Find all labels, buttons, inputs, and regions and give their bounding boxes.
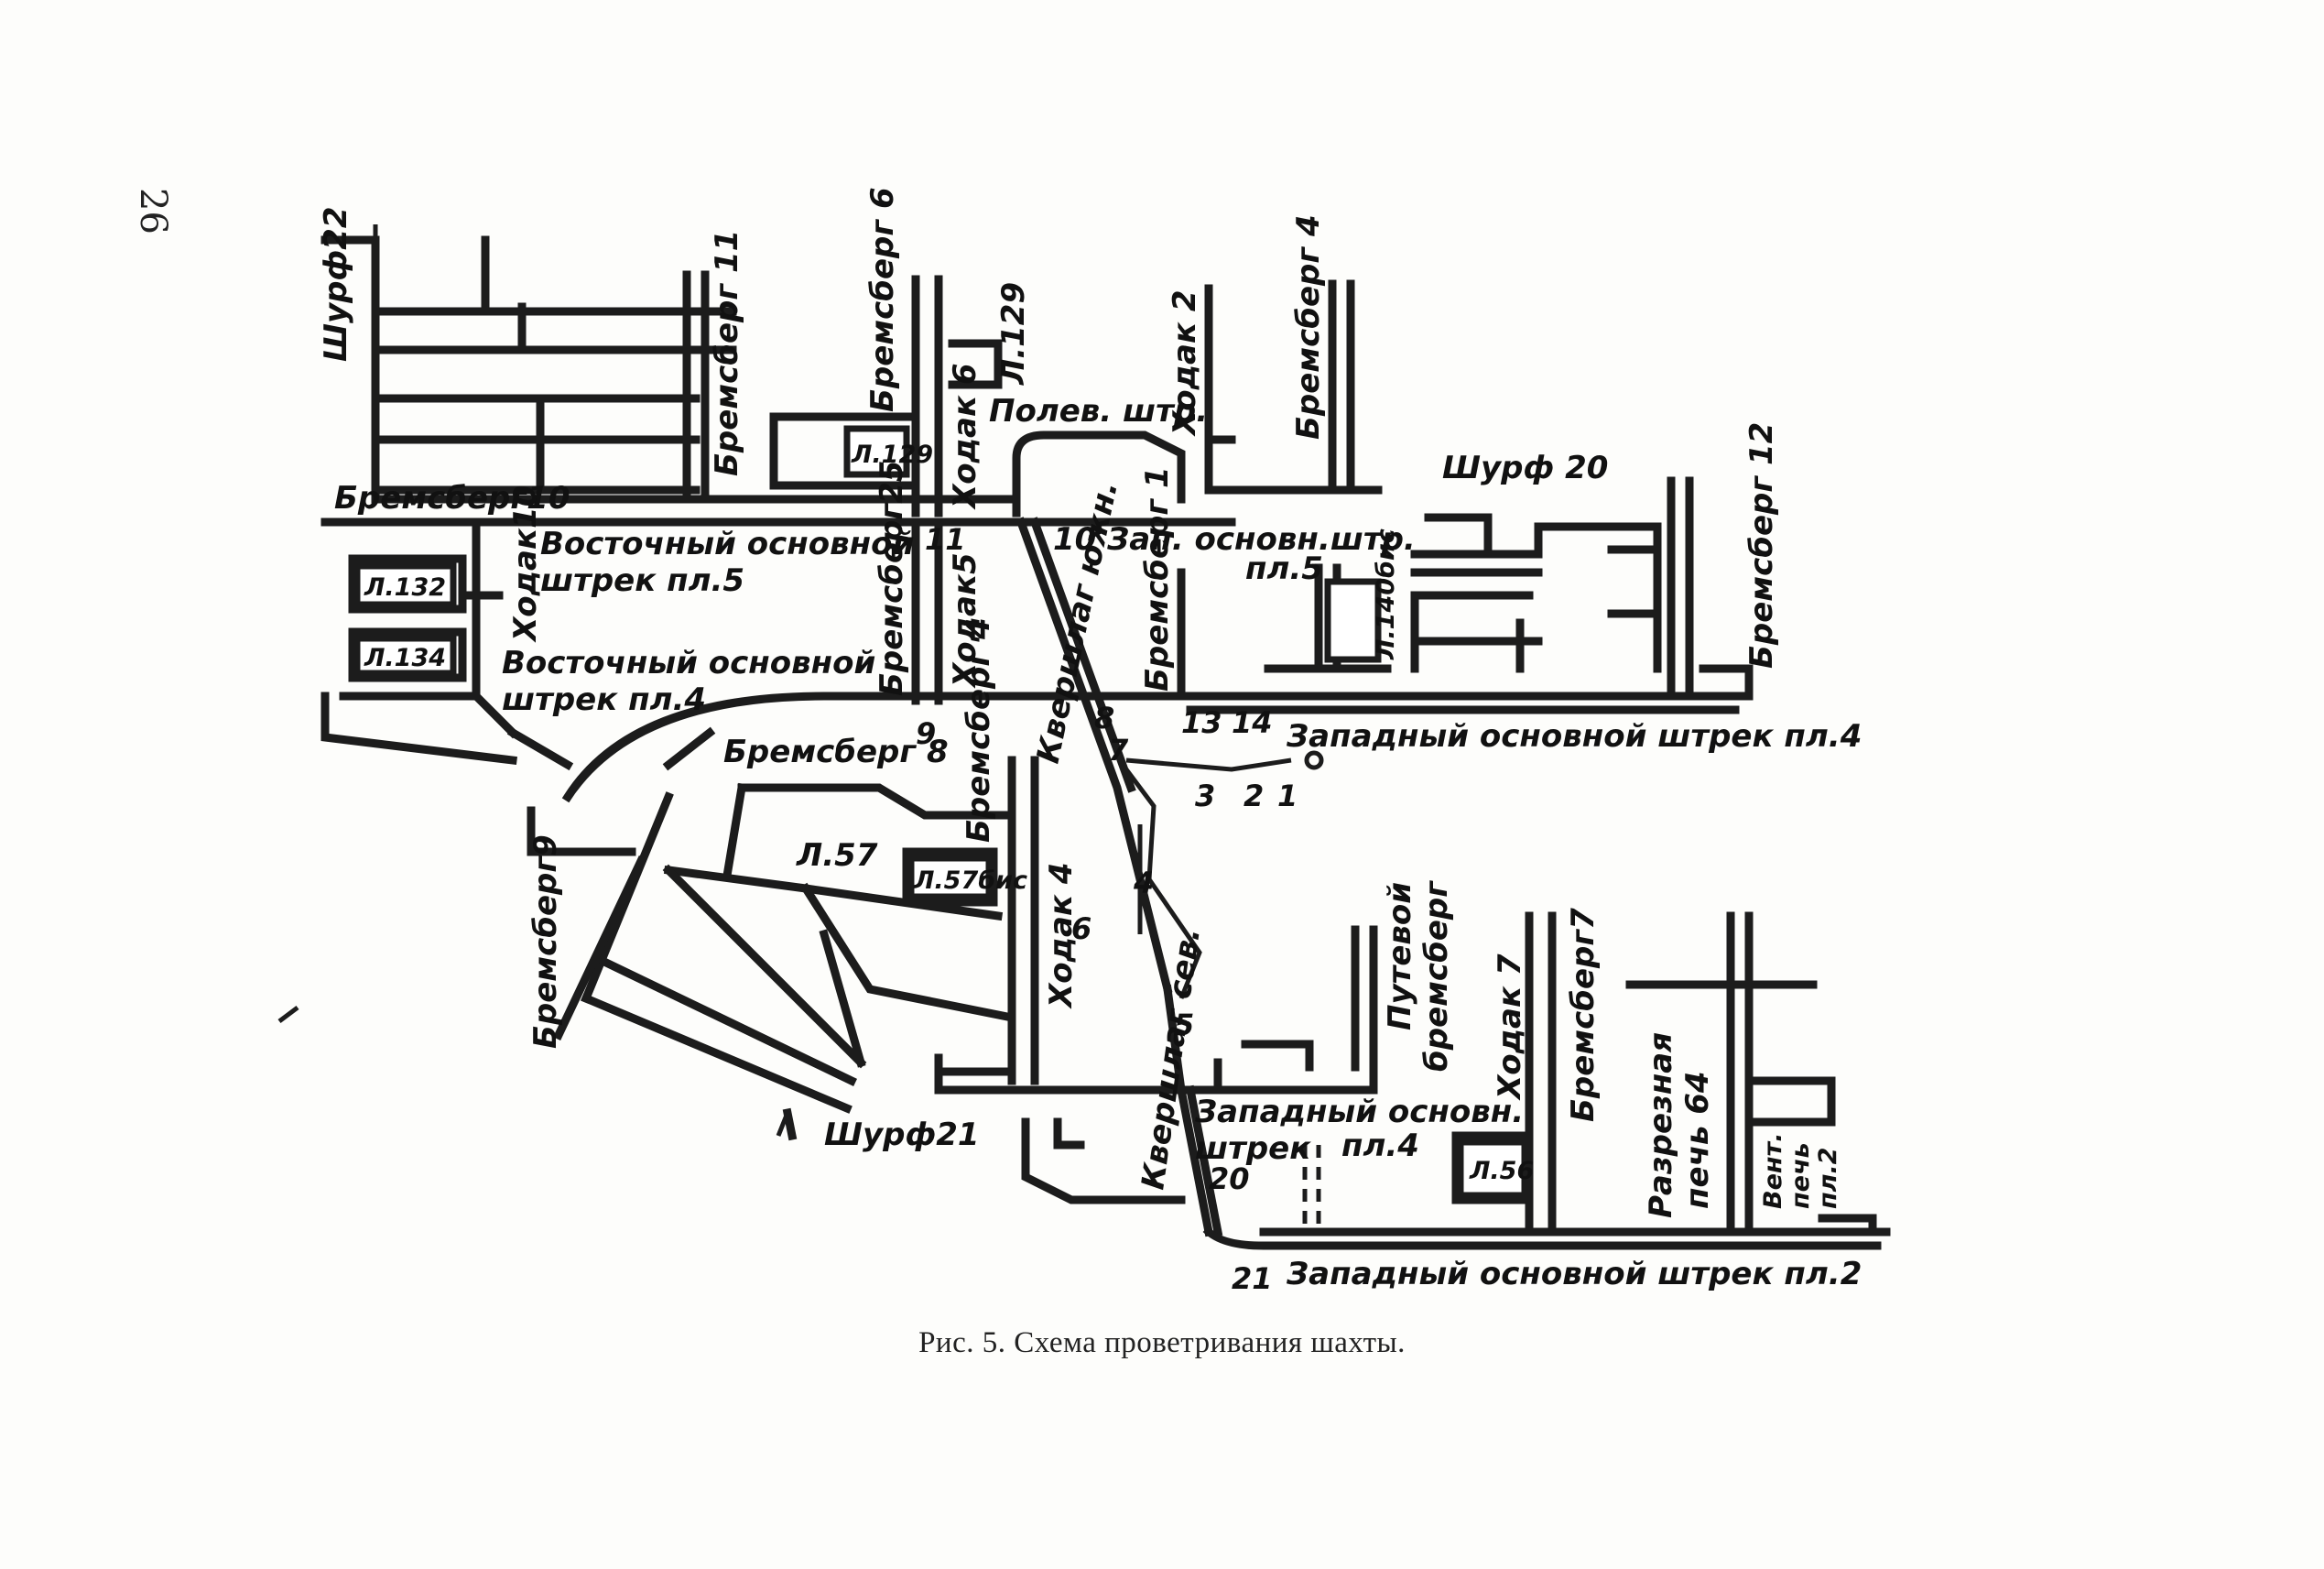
station-4: 4 (1133, 866, 1154, 900)
label-zap-shtrek4: Западный основной штрек пл.4 (1286, 718, 1862, 755)
block-l57bis (907, 855, 993, 900)
station-11: 11 (925, 522, 966, 557)
label-bremsberg11: Бремсберг 11 (709, 230, 745, 476)
station-2: 2 (1243, 779, 1264, 813)
label-zap-shtrek2: Западный основной штрек пл.2 (1286, 1256, 1862, 1292)
station-14: 14 (1232, 705, 1273, 740)
station-20: 20 (1209, 1161, 1250, 1196)
label-bremsberg7: Бремсберг7 (1565, 908, 1602, 1122)
station-13: 13 (1181, 705, 1222, 740)
label-shurf22: Шурф22 (318, 206, 354, 362)
label-zap-shtrek4b-a: Западный основн. (1194, 1094, 1524, 1130)
label-bremsberg4: Бремсберг 4 (1290, 214, 1327, 440)
figure-caption: Рис. 5. Схема проветривания шахты. (918, 1326, 1406, 1359)
station-6: 6 (1071, 911, 1091, 946)
label-putevoi-b: бремсберг (1418, 880, 1455, 1072)
label-l134: Л.134 (364, 644, 446, 672)
station-21: 21 (1232, 1261, 1273, 1296)
label-khodak10: Ходак10 (507, 485, 544, 643)
block-l132 (353, 562, 457, 608)
label-bremsberg-4: Бремсберг 4 (961, 617, 997, 843)
labels: Шурф22 Бремсберг 11 Бремсберг 6 Л.129 Л.… (318, 187, 1862, 1292)
label-bremsberg12: Бремсберг 12 (1743, 422, 1780, 669)
label-zap-shtr5-b: пл.5 (1245, 550, 1323, 587)
label-khodak6: Ходак 6 (947, 363, 983, 510)
label-vost-shtrek4-a: Восточный основной (502, 645, 875, 681)
ventilation-marks (277, 224, 1324, 1232)
label-vost-shtrek4-b: штрек пл.4 (502, 681, 706, 718)
label-razreznaya-b: печь 64 (1679, 1071, 1716, 1209)
label-l129b: Л.129 (851, 441, 933, 469)
label-l132: Л.132 (364, 573, 446, 602)
label-bremsberg9: Бремсберг9 (527, 834, 564, 1049)
label-vent-b: печь (1786, 1142, 1815, 1209)
label-l56: Л.56 (1469, 1157, 1534, 1185)
label-bremsberg25: Бремсберг25 (874, 461, 910, 696)
label-zap-shtrek4b-c: пл.4 (1341, 1128, 1419, 1164)
label-l129a: Л.129 (995, 282, 1032, 386)
label-l57bis: Л.57бис (913, 866, 1027, 895)
label-shurf21: Шурф21 (824, 1117, 980, 1153)
station-3: 3 (1195, 779, 1215, 813)
label-bremsberg8: Бремсберг 8 (723, 734, 949, 770)
station-7: 7 (1108, 733, 1129, 768)
label-khodak4: Ходак 4 (1043, 862, 1080, 1009)
label-razreznaya-a: Разрезная (1643, 1032, 1679, 1218)
label-bremsberg1: Бремсберг 1 (1139, 466, 1176, 692)
station-8: 8 (1094, 701, 1114, 735)
label-vent-c: пл.2 (1814, 1148, 1842, 1209)
label-zap-shtr5-a: 10 Зап. основн.штр. (1053, 521, 1416, 558)
block-l129 (843, 425, 910, 478)
station-9: 9 (916, 716, 936, 751)
label-polev-shtr: Полев. штр. (989, 393, 1208, 430)
label-vost-shtrek5-b: штрек пл.5 (540, 562, 744, 599)
label-bremsberg6: Бремсберг 6 (864, 187, 901, 412)
station-5: 5 (1174, 1008, 1194, 1042)
label-l140: Л.140бис (1372, 528, 1400, 660)
block-l56 (1457, 1139, 1528, 1199)
label-putevoi-a: Путевой (1382, 882, 1418, 1030)
label-bremsberg10: Бремсберг10 (334, 480, 570, 517)
district-blocks (353, 425, 1528, 1199)
mine-workings (320, 235, 1891, 1250)
station-numbers: 1 2 3 4 5 6 7 8 9 11 13 14 20 21 (916, 522, 1298, 1296)
label-khodak2: Ходак 2 (1167, 289, 1203, 437)
block-l140 (1324, 578, 1382, 663)
label-l57: Л.57 (796, 837, 878, 874)
label-vost-shtrek5-a: Восточный основной (540, 526, 914, 562)
label-khodak5: Ходак5 (947, 552, 983, 689)
station-1: 1 (1277, 779, 1298, 813)
block-l134 (353, 635, 457, 677)
label-zap-shtrek4b-b: штрек (1195, 1130, 1311, 1167)
label-vent-a: Вент. (1759, 1133, 1787, 1209)
label-shurf20: Шурф 20 (1442, 450, 1608, 486)
label-khodak7: Ходак 7 (1492, 953, 1528, 1101)
